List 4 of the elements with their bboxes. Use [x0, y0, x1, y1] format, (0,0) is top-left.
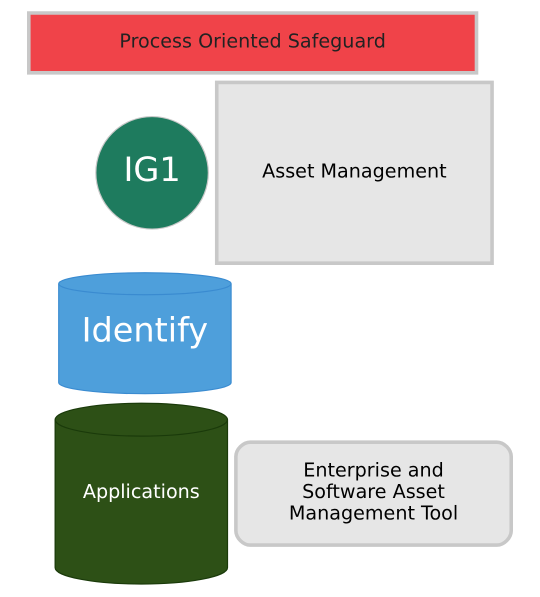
- node-box: Asset Management: [214, 80, 494, 265]
- node-box: Enterprise and Software Asset Management Tool: [234, 440, 513, 547]
- node-circle: IG1: [95, 116, 209, 230]
- node-box: Process Oriented Safeguard: [27, 11, 478, 75]
